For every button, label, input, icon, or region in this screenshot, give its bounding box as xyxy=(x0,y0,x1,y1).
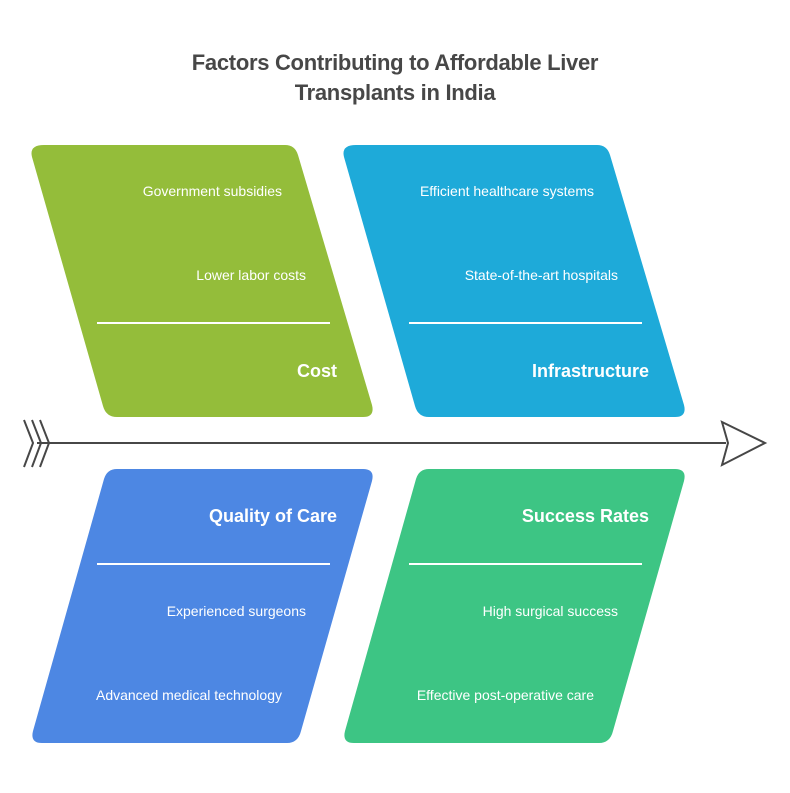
success-rates-item-1: High surgical success xyxy=(482,603,618,619)
spine-arrow xyxy=(23,419,768,468)
category-shape-success-rates xyxy=(344,469,685,743)
cost-heading: Cost xyxy=(297,361,337,381)
cost-item-2: Lower labor costs xyxy=(196,267,306,283)
infrastructure-item-1: Efficient healthcare systems xyxy=(419,183,594,199)
success-rates-heading: Success Rates xyxy=(521,506,649,526)
quality-of-care-item-2: Advanced medical technology xyxy=(95,687,282,703)
tail-feather-3 xyxy=(39,419,51,468)
cost-item-1: Government subsidies xyxy=(142,183,282,199)
diagram-title: Factors Contributing to Affordable Liver… xyxy=(0,48,790,108)
infrastructure-heading: Infrastructure xyxy=(531,361,649,381)
category-shape-quality-of-care xyxy=(32,469,373,743)
infrastructure-item-2: State-of-the-art hospitals xyxy=(464,267,618,283)
category-shape-cost xyxy=(31,145,373,417)
quality-of-care-heading: Quality of Care xyxy=(208,506,337,526)
title-line-2: Transplants in India xyxy=(294,80,496,105)
tail-feather-1 xyxy=(23,419,35,468)
arrow-head-icon xyxy=(720,420,768,467)
title-line-1: Factors Contributing to Affordable Liver xyxy=(191,50,599,75)
category-shape-infrastructure xyxy=(343,145,685,417)
quality-of-care-item-1: Experienced surgeons xyxy=(166,603,306,619)
tail-feather-2 xyxy=(31,419,43,468)
success-rates-item-2: Effective post-operative care xyxy=(416,687,594,703)
